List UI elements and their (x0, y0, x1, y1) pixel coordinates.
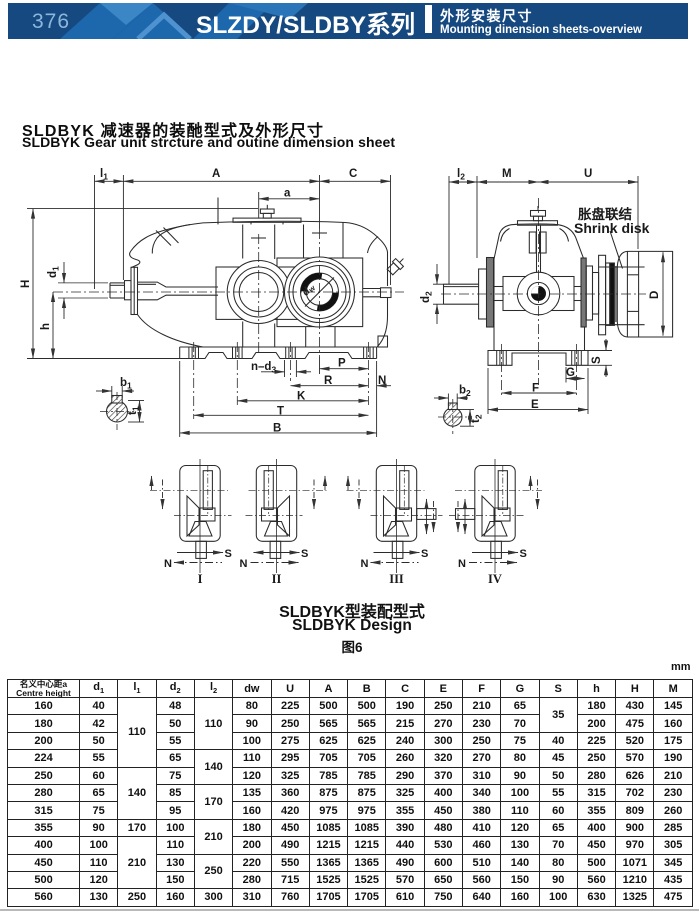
svg-text:n–d3: n–d3 (251, 361, 276, 375)
svg-text:N: N (361, 558, 369, 570)
svg-text:N: N (378, 375, 386, 387)
svg-text:K: K (297, 391, 306, 403)
svg-text:t1: t1 (127, 406, 141, 415)
svg-text:IV: IV (488, 572, 502, 586)
svg-text:H: H (20, 280, 32, 288)
svg-text:N: N (164, 558, 172, 570)
svg-text:b2: b2 (459, 385, 471, 399)
svg-text:III: III (389, 572, 404, 586)
svg-text:t2: t2 (470, 414, 484, 423)
svg-text:G: G (566, 367, 575, 379)
svg-text:F: F (532, 383, 539, 395)
svg-text:S: S (301, 548, 308, 560)
svg-text:h: h (40, 323, 52, 330)
svg-text:I: I (198, 572, 203, 586)
svg-text:D: D (649, 291, 661, 299)
svg-text:B: B (273, 423, 281, 435)
svg-text:S: S (520, 548, 527, 560)
svg-text:d1: d1 (47, 266, 61, 278)
svg-text:C: C (349, 168, 357, 180)
svg-text:N: N (458, 558, 466, 570)
svg-text:R: R (324, 375, 333, 387)
svg-text:P: P (338, 358, 346, 370)
svg-text:Shrink disk: Shrink disk (574, 220, 650, 236)
svg-text:胀盘联结: 胀盘联结 (578, 206, 632, 222)
svg-text:S: S (225, 548, 232, 560)
svg-text:l1: l1 (100, 168, 108, 182)
svg-text:S: S (421, 548, 428, 560)
svg-text:T: T (277, 406, 284, 418)
svg-text:l2: l2 (457, 168, 465, 182)
svg-text:U: U (584, 168, 592, 180)
svg-text:d2: d2 (420, 291, 434, 303)
svg-text:b1: b1 (120, 377, 132, 391)
svg-text:A: A (212, 168, 220, 180)
svg-text:S: S (591, 356, 603, 364)
svg-text:a: a (284, 188, 291, 200)
svg-text:M: M (502, 168, 512, 180)
svg-text:II: II (272, 572, 282, 586)
svg-text:N: N (240, 558, 248, 570)
svg-text:E: E (531, 399, 539, 411)
